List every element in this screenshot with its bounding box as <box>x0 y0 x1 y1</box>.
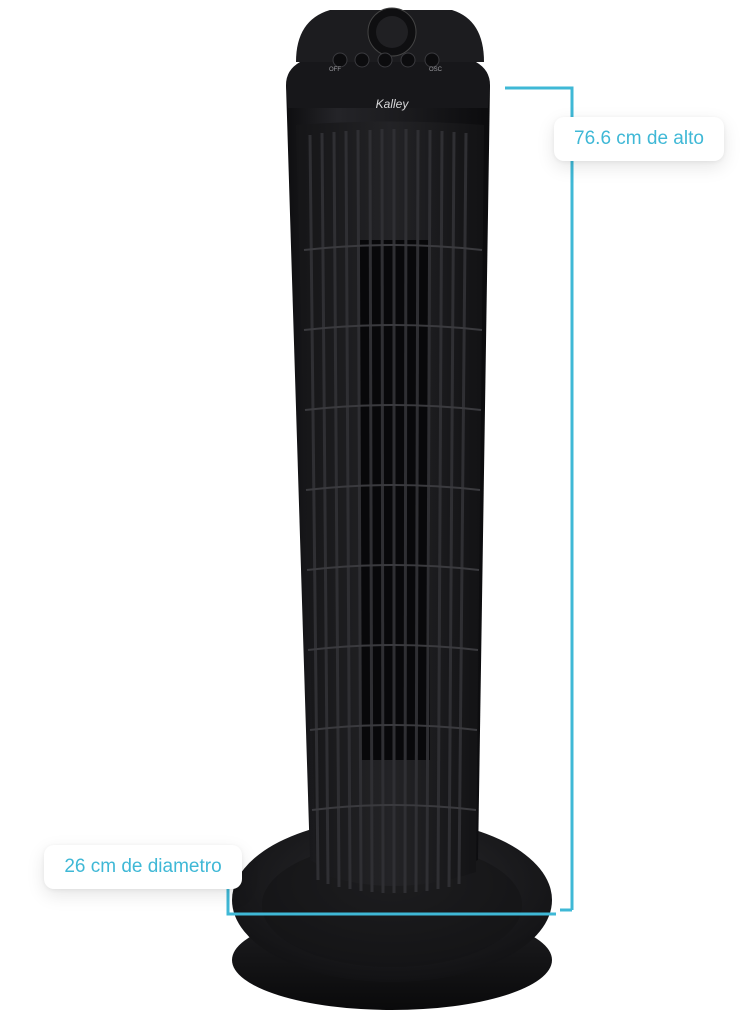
grill-rings <box>303 244 483 811</box>
control-label-osc: OSC <box>429 67 443 73</box>
brand-logo: Kalley <box>375 97 409 111</box>
height-dimension-label: 76.6 cm de alto <box>554 117 724 161</box>
height-measure-line <box>505 86 574 912</box>
fan-grill <box>308 128 468 894</box>
diameter-dimension-label: 26 cm de diametro <box>44 845 242 889</box>
control-label-off: OFF <box>329 67 341 73</box>
